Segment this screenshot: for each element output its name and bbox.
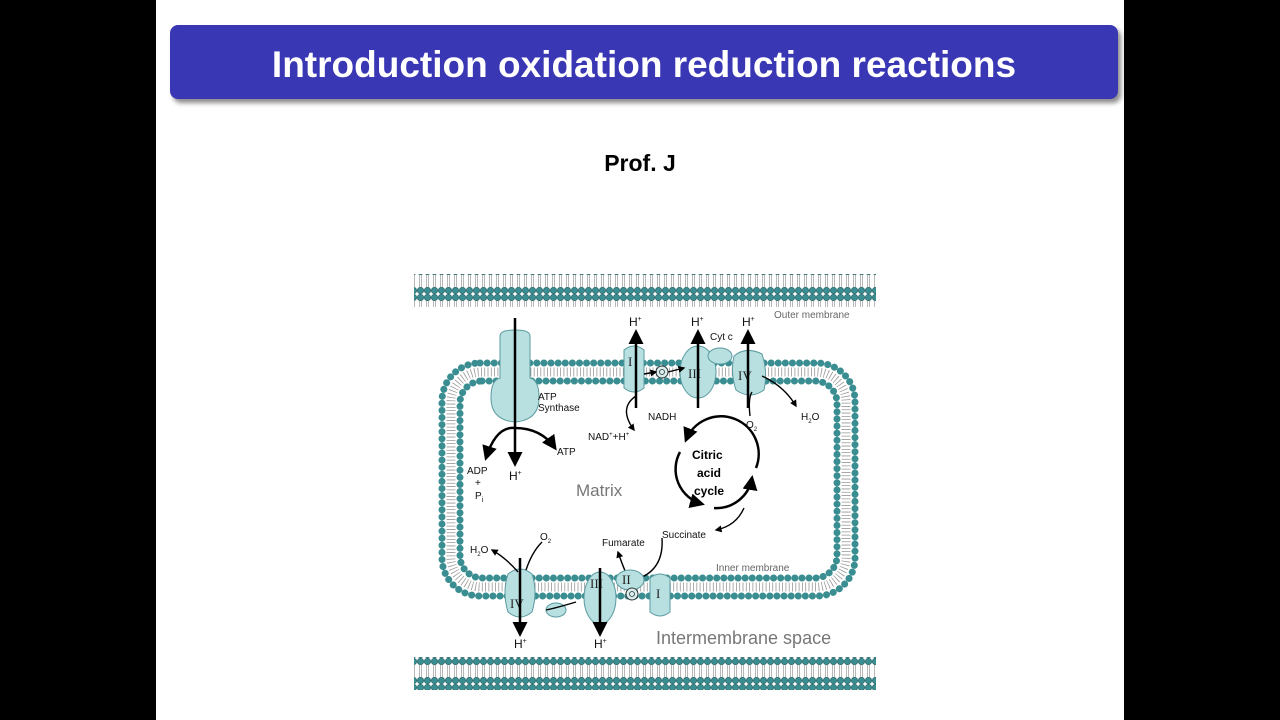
slide-title: Introduction oxidation reduction reactio… bbox=[271, 44, 1017, 85]
h-label-c3-bottom: H+ bbox=[594, 637, 607, 651]
plus-label: + bbox=[475, 478, 481, 489]
title-bar: Introduction oxidation reduction reactio… bbox=[170, 25, 1118, 99]
svg-text:cycle: cycle bbox=[694, 484, 724, 498]
author-name: Prof. J bbox=[604, 150, 676, 176]
slide: Introduction oxidation reduction reactio… bbox=[156, 0, 1124, 720]
outer-membrane-top bbox=[414, 274, 876, 307]
citric-acid-cycle: Citric acid cycle bbox=[674, 415, 760, 510]
h-label-c3: H+ bbox=[691, 315, 704, 329]
svg-text:Citric: Citric bbox=[692, 448, 723, 462]
atp-synthase-label-2: Synthase bbox=[538, 403, 580, 414]
h-label-c4: H+ bbox=[742, 315, 755, 329]
complex-2-bottom: II bbox=[615, 569, 645, 591]
svg-text:IV: IV bbox=[510, 596, 524, 611]
ubiquinone-top bbox=[655, 365, 669, 379]
atp-label: ATP bbox=[557, 447, 576, 458]
outer-membrane-bottom bbox=[414, 657, 876, 690]
atp-synthase-label-1: ATP bbox=[538, 392, 557, 403]
svg-text:II: II bbox=[622, 572, 631, 587]
svg-text:I: I bbox=[656, 586, 660, 601]
adp-label: ADP bbox=[467, 466, 488, 477]
succinate-label: Succinate bbox=[662, 530, 706, 541]
complex-1-bottom: I bbox=[649, 573, 671, 617]
fumarate-label: Fumarate bbox=[602, 538, 645, 549]
outer-membrane-label: Outer membrane bbox=[774, 310, 850, 321]
ubiquinone-bottom bbox=[625, 587, 639, 601]
inner-membrane-label: Inner membrane bbox=[716, 563, 790, 574]
svg-text:IV: IV bbox=[738, 368, 752, 383]
h-label-c4-bottom: H+ bbox=[514, 637, 527, 651]
atp-synthase bbox=[482, 318, 557, 467]
complex-1-top: I bbox=[623, 345, 645, 393]
pi-label: Pi bbox=[475, 491, 484, 504]
h2o-label-top: H2O bbox=[801, 412, 820, 425]
nadh-label: NADH bbox=[648, 412, 676, 423]
svg-text:I: I bbox=[628, 354, 632, 369]
cyt-c-label: Cyt c bbox=[710, 332, 733, 343]
inner-membrane bbox=[438, 359, 859, 600]
nad-label: NAD++H+ bbox=[588, 432, 630, 443]
o2-label-top: O2 bbox=[746, 420, 758, 433]
svg-text:acid: acid bbox=[697, 466, 721, 480]
h-label-atp: H+ bbox=[509, 469, 522, 483]
h2o-label-bottom: H2O bbox=[470, 545, 489, 558]
mitochondria-diagram: Outer membrane Inner membrane Intermembr… bbox=[414, 274, 876, 690]
cyt-c-top bbox=[707, 347, 733, 365]
o2-label-bottom: O2 bbox=[540, 532, 552, 545]
intermembrane-space-label: Intermembrane space bbox=[656, 628, 831, 648]
h-label-c1: H+ bbox=[629, 315, 642, 329]
matrix-label: Matrix bbox=[576, 481, 623, 500]
